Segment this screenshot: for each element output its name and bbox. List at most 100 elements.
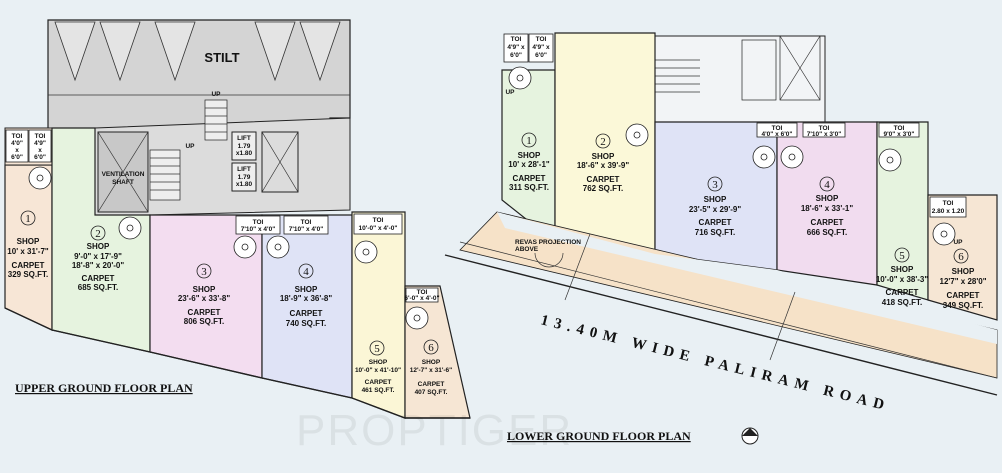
svg-text:SHOP: SHOP <box>952 267 975 276</box>
svg-text:18'-8" x 20'-0": 18'-8" x 20'-0" <box>72 261 125 270</box>
upper-shop-2-label: 2 SHOP 9'-0" x 17'-9" 18'-8" x 20'-0" CA… <box>72 225 125 292</box>
svg-text:CARPET: CARPET <box>947 291 980 300</box>
lift-2-dim-1: 1.79 <box>238 174 251 181</box>
upper-toi-2-label: TOI <box>35 133 46 140</box>
svg-text:10'-0" x 38'-3": 10'-0" x 38'-3" <box>876 275 929 284</box>
lower-shop-1-label: 1 SHOP 10' x 28'-1" CARPET 311 SQ.FT. <box>508 132 550 192</box>
road-edge <box>444 254 998 396</box>
ventilation-label-1: VENTILATION <box>102 171 145 178</box>
upper-plan-title: UPPER GROUND FLOOR PLAN <box>15 381 193 395</box>
upper-toi-4-label: TOI <box>301 219 312 226</box>
stilt-columns <box>48 21 350 96</box>
svg-text:3: 3 <box>712 179 718 191</box>
svg-text:CARPET: CARPET <box>587 175 620 184</box>
upper-spiral-stairs <box>28 166 429 330</box>
lower-toi-4-dim: 7'10" x 3'0" <box>807 131 842 138</box>
svg-text:CARPET: CARPET <box>188 308 221 317</box>
svg-text:CARPET: CARPET <box>886 288 919 297</box>
svg-text:SHOP: SHOP <box>422 359 441 366</box>
north-arrow-icon <box>741 427 759 445</box>
svg-text:6: 6 <box>428 342 434 354</box>
lift-1-label: LIFT <box>237 135 251 142</box>
svg-text:666 SQ.FT.: 666 SQ.FT. <box>807 228 847 237</box>
svg-text:311 SQ.FT.: 311 SQ.FT. <box>509 183 549 192</box>
svg-text:6: 6 <box>958 251 964 263</box>
watermark: PROPTIGER <box>296 406 573 455</box>
upper-toi-1-label: TOI <box>12 133 23 140</box>
lower-toi-3-label: TOI <box>772 125 783 132</box>
lift-1-dim-2: x1.80 <box>236 150 253 157</box>
ventilation-label-2: SHAFT <box>112 179 134 186</box>
svg-text:18'-6" x 39'-9": 18'-6" x 39'-9" <box>577 161 630 170</box>
lower-shop-3-label: 3 SHOP 23'-5" x 29'-9" CARPET 716 SQ.FT. <box>689 176 742 237</box>
svg-text:SHOP: SHOP <box>193 285 216 294</box>
lower-toilets <box>503 33 967 218</box>
svg-text:23'-5" x 29'-9": 23'-5" x 29'-9" <box>689 205 742 214</box>
lift-1-dim-1: 1.79 <box>238 143 251 150</box>
lower-core <box>649 35 826 123</box>
upper-toi-2-dim-3: 6'0" <box>34 154 46 161</box>
lower-toi-2-dim-1: 4'9" x <box>532 44 550 51</box>
svg-text:CARPET: CARPET <box>513 174 546 183</box>
upper-toi-1-dim-2: x <box>15 147 19 154</box>
lower-toi-4-label: TOI <box>819 125 830 132</box>
upper-toi-1-dim-3: 6'0" <box>11 154 23 161</box>
svg-text:10' x 28'-1": 10' x 28'-1" <box>508 160 550 169</box>
svg-text:10' x 31'-7": 10' x 31'-7" <box>7 247 49 256</box>
lower-toi-6-label: TOI <box>943 200 954 207</box>
svg-text:10'-0" x 41'-10": 10'-0" x 41'-10" <box>355 367 401 374</box>
svg-text:SHOP: SHOP <box>518 151 541 160</box>
svg-text:4: 4 <box>824 179 830 191</box>
lift-2-label: LIFT <box>237 166 251 173</box>
svg-text:CARPET: CARPET <box>12 261 45 270</box>
svg-text:461 SQ.FT.: 461 SQ.FT. <box>362 387 395 394</box>
lower-toi-3-dim: 4'0" x 6'0" <box>762 131 793 138</box>
lower-toi-1-dim-1: 4'9" x <box>507 44 525 51</box>
upper-toi-3-label: TOI <box>253 219 264 226</box>
lower-toi-2-dim-2: 6'0" <box>535 52 547 59</box>
svg-text:SHOP: SHOP <box>17 237 40 246</box>
stair-up-label: UP <box>211 91 221 98</box>
svg-text:2: 2 <box>95 228 101 240</box>
upper-ground-floor-plan: STILT VENTILATION SHAFT UP UP LIFT 1.79 … <box>4 19 471 419</box>
upper-toi-4-dim: 7'10" x 4'0" <box>289 226 324 233</box>
svg-text:18'-6" x 33'-1": 18'-6" x 33'-1" <box>801 204 854 213</box>
svg-text:SHOP: SHOP <box>87 242 110 251</box>
upper-toi-2-dim-2: x <box>38 147 42 154</box>
svg-text:CARPET: CARPET <box>418 381 445 388</box>
svg-text:SHOP: SHOP <box>295 285 318 294</box>
svg-text:349 SQ.FT.: 349 SQ.FT. <box>943 301 983 310</box>
svg-text:418 SQ.FT.: 418 SQ.FT. <box>882 298 922 307</box>
svg-text:CARPET: CARPET <box>290 309 323 318</box>
upper-shop-4-label: 4 SHOP 18'-9" x 36'-8" CARPET 740 SQ.FT. <box>280 263 333 328</box>
svg-text:12'-7" x 31'-6": 12'-7" x 31'-6" <box>410 367 453 374</box>
svg-text:806 SQ.FT.: 806 SQ.FT. <box>184 317 224 326</box>
svg-text:CARPET: CARPET <box>699 218 732 227</box>
lower-plan-title: LOWER GROUND FLOOR PLAN <box>507 429 691 443</box>
svg-text:3: 3 <box>201 266 207 278</box>
svg-text:SHOP: SHOP <box>704 195 727 204</box>
svg-text:5: 5 <box>374 343 380 355</box>
svg-text:762 SQ.FT.: 762 SQ.FT. <box>583 184 623 193</box>
upper-shop-1-label: 1 SHOP 10' x 31'-7" CARPET 329 SQ.FT. <box>7 210 49 279</box>
svg-text:CARPET: CARPET <box>365 379 392 386</box>
upper-toi-5-dim: 10'-0" x 4'-0" <box>359 225 398 232</box>
svg-text:1: 1 <box>526 135 532 147</box>
lower-toi-5-dim: 9'0" x 3'0" <box>884 131 915 138</box>
svg-text:23'-6" x 33'-8": 23'-6" x 33'-8" <box>178 294 231 303</box>
svg-text:407 SQ.FT.: 407 SQ.FT. <box>415 389 448 396</box>
svg-text:716 SQ.FT.: 716 SQ.FT. <box>695 228 735 237</box>
stair-core <box>149 99 228 201</box>
upper-shop-3-label: 3 SHOP 23'-6" x 33'-8" CARPET 806 SQ.FT. <box>178 263 231 326</box>
upper-shop-5-label: 5 SHOP 10'-0" x 41'-10" CARPET 461 SQ.FT… <box>355 340 401 394</box>
svg-text:18'-9" x 36'-8": 18'-9" x 36'-8" <box>280 294 333 303</box>
upper-toi-2-dim-1: 4'9" <box>34 140 46 147</box>
upper-toi-6-dim: 6'-0" x 4'-0" <box>404 295 439 302</box>
upper-toi-5-label: TOI <box>373 217 384 224</box>
lower-shop-4-label: 4 SHOP 18'-6" x 33'-1" CARPET 666 SQ.FT. <box>801 176 854 237</box>
lower-toi-5-label: TOI <box>894 125 905 132</box>
lower-shop-5-label: 5 SHOP 10'-0" x 38'-3" CARPET 418 SQ.FT. <box>876 247 929 307</box>
upper-front-wall <box>4 307 470 419</box>
svg-text:SHOP: SHOP <box>369 359 388 366</box>
upper-shop-6 <box>404 285 471 419</box>
